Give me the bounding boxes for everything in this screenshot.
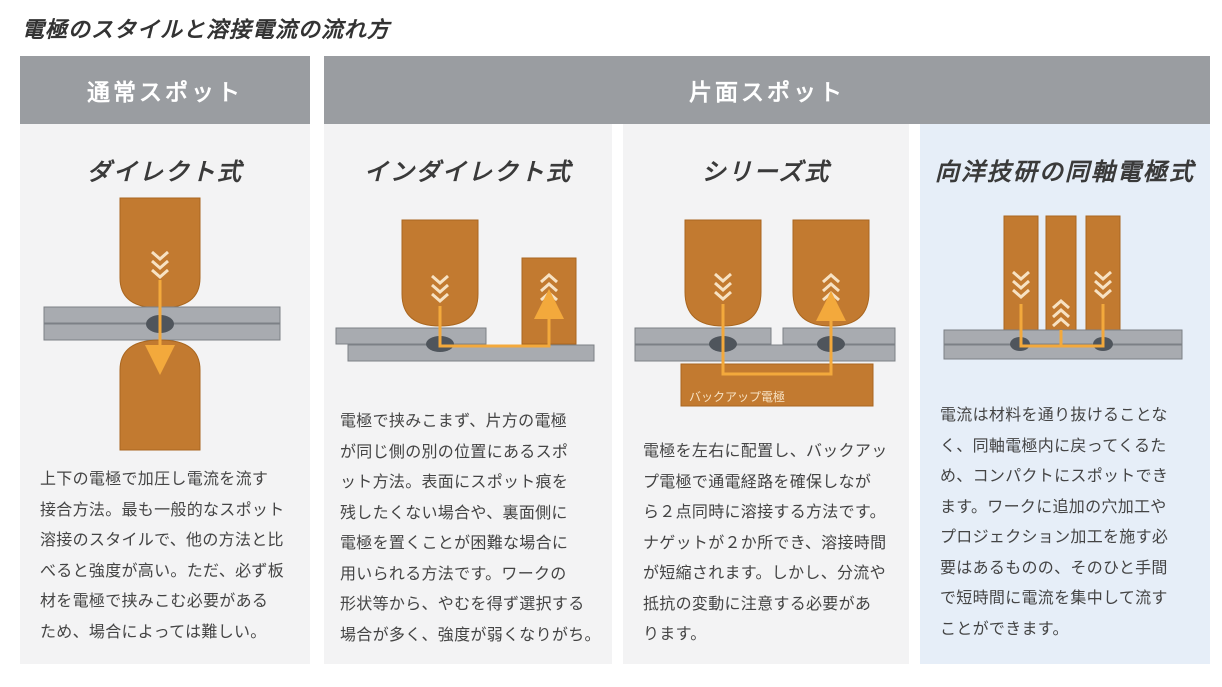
- header-normal-spot: 通常スポット: [20, 56, 310, 124]
- upper-plate: [943, 329, 1183, 345]
- panel-indirect: インダイレクト式 電極で挟みこまず、片方の電極 が同じ側の別の位置にあるスポ ッ…: [324, 124, 612, 664]
- lower-electrode: [119, 339, 201, 451]
- chevron-up-icon: [1052, 299, 1070, 328]
- panel-title: シリーズ式: [701, 158, 831, 186]
- upper-plate: [335, 327, 487, 345]
- panel-title: 向洋技研の同軸電極式: [935, 158, 1195, 186]
- current-path-left: [1019, 304, 1063, 348]
- panel-direct: ダイレクト式 上下の電極で加圧し電流を流す 接合方法。最も一般的なスポット 溶接…: [20, 124, 310, 664]
- panel-description: 電流は材料を通り抜けることな く、同軸電極内に戻ってくるた め、コンパクトにスポ…: [940, 405, 1169, 638]
- lower-plate: [634, 344, 896, 362]
- direct-diagram: [43, 197, 281, 451]
- chevron-down-icon: [714, 272, 732, 301]
- series-diagram: [634, 219, 896, 407]
- current-path: [438, 289, 564, 348]
- backup-electrode: [680, 363, 874, 407]
- chevron-down-icon: [431, 274, 449, 303]
- panel-coaxial: 向洋技研の同軸電極式 電流は材料を通り抜けることな く、同軸電: [920, 124, 1210, 664]
- panel-series: シリーズ式 バックアップ電極 電極を左右に配置し、バックアッ プ電極で通電経路を…: [623, 124, 909, 664]
- panel-title: インダイレクト式: [364, 158, 572, 186]
- coaxial-diagram: [943, 215, 1183, 360]
- left-upper-plate: [634, 327, 772, 345]
- chevron-down-icon: [151, 250, 169, 279]
- current-path: [721, 291, 846, 376]
- panel-description: 上下の電極で加圧し電流を流す 接合方法。最も一般的なスポット 溶接のスタイルで、…: [40, 469, 285, 641]
- panel-description: 電極で挟みこまず、片方の電極 が同じ側の別の位置にあるスポ ット方法。表面にスポ…: [340, 411, 601, 644]
- panel-description: 電極を左右に配置し、バックアッ プ電極で通電経路を確保しなが ら２点同時に溶接す…: [643, 441, 888, 643]
- current-path-right: [1061, 304, 1105, 348]
- chevron-down-icon: [1012, 270, 1112, 299]
- page-title: 電極のスタイルと溶接電流の流れ方: [22, 18, 391, 43]
- indirect-diagram: [335, 219, 595, 362]
- backup-electrode-label: バックアップ電極: [689, 390, 786, 404]
- header-single-side-spot: 片面スポット: [324, 56, 1210, 124]
- panel-title: ダイレクト式: [87, 158, 243, 186]
